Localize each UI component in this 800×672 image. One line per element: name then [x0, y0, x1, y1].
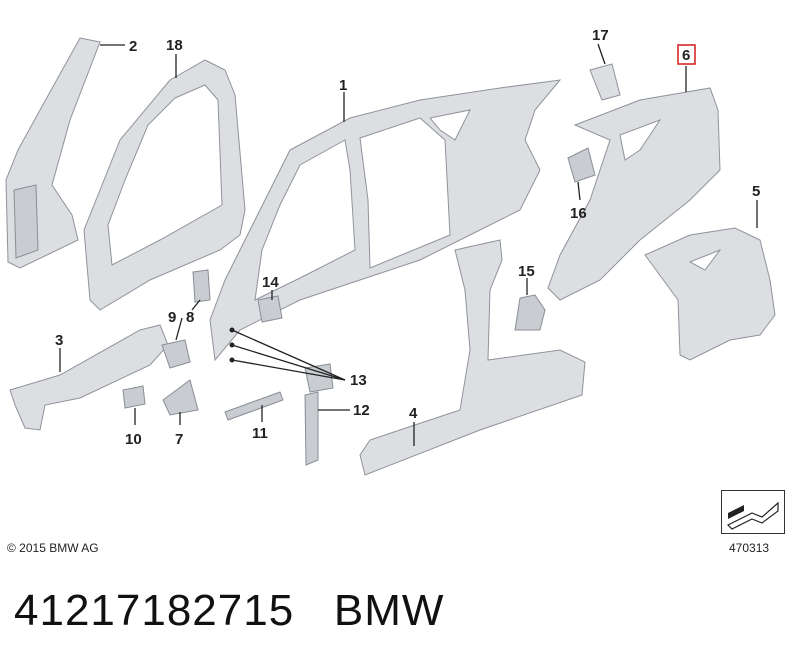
callout-17: 17 [592, 27, 609, 44]
part-10-bracket [122, 385, 146, 409]
part-14-bracket [257, 295, 283, 323]
callout-4: 4 [409, 405, 418, 422]
part-9-bracket [161, 339, 191, 369]
callout-1: 1 [339, 77, 347, 94]
callout-15: 15 [518, 263, 535, 280]
callout-9: 9 [168, 309, 176, 326]
part-number-line: 41217182715 BMW [14, 586, 444, 636]
callout-5: 5 [752, 183, 760, 200]
part-3-front-rail [9, 324, 169, 431]
callout-8: 8 [186, 309, 194, 326]
direction-arrow-box [721, 490, 785, 534]
part-number: 41217182715 [14, 586, 295, 635]
diagram-reference: 470313 [729, 541, 770, 555]
direction-arrow-icon [726, 501, 779, 530]
part-15-bracket [514, 294, 546, 331]
callout-14: 14 [262, 274, 279, 291]
parts-diagram: 2 18 1 3 4 5 6 17 16 15 14 9 8 10 7 11 1… [5, 27, 776, 476]
callout-10: 10 [125, 431, 142, 448]
callout-2: 2 [129, 38, 137, 55]
callout-18: 18 [166, 37, 183, 54]
part-16-bracket [567, 147, 596, 183]
callout-12: 12 [353, 402, 370, 419]
part-11-strip [224, 391, 284, 421]
part-5-quarter-panel [644, 227, 776, 361]
copyright-text: © 2015 BMW AG [7, 541, 99, 555]
part-6-rear-panel [547, 87, 721, 301]
part-7-bracket [162, 379, 199, 416]
part-8-bracket [192, 269, 211, 303]
callout-16: 16 [570, 205, 587, 222]
leader-lines [59, 43, 758, 446]
callout-11: 11 [252, 425, 268, 442]
callout-6-highlight [677, 44, 696, 65]
callout-6: 6 [682, 47, 690, 64]
callout-7: 7 [175, 431, 183, 448]
part-4-rocker [359, 239, 586, 476]
callout-3: 3 [55, 332, 63, 349]
callout-13: 13 [350, 372, 367, 389]
part-17-bracket [589, 63, 621, 101]
part-12-strip [304, 391, 319, 466]
brand-name: BMW [333, 586, 445, 635]
